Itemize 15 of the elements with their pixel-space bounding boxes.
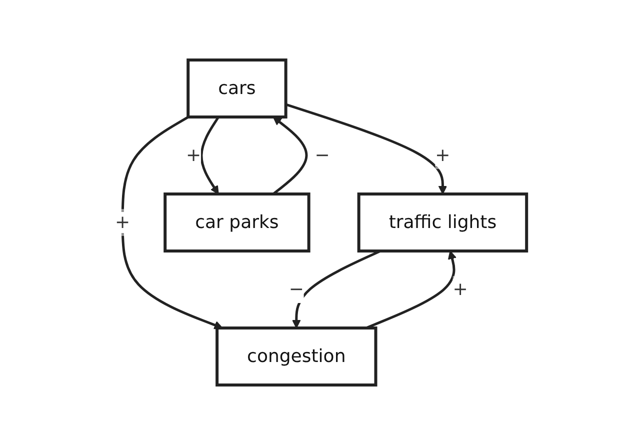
- arrow: [272, 116, 308, 195]
- arrow: [365, 250, 456, 330]
- edge-label: −: [288, 279, 304, 300]
- node-box: cars: [186, 58, 288, 118]
- node-box: congestion: [215, 326, 377, 386]
- node-box: traffic lights: [357, 192, 528, 252]
- arrow: [200, 116, 220, 194]
- edge-label: −: [314, 145, 330, 166]
- edge-label: +: [186, 145, 201, 166]
- node-box: car parks: [163, 192, 310, 252]
- edge-label: +: [114, 212, 130, 233]
- arrow: [285, 103, 447, 194]
- edge-label: +: [434, 145, 450, 166]
- arrow: [121, 116, 223, 330]
- edge-label: +: [452, 279, 468, 300]
